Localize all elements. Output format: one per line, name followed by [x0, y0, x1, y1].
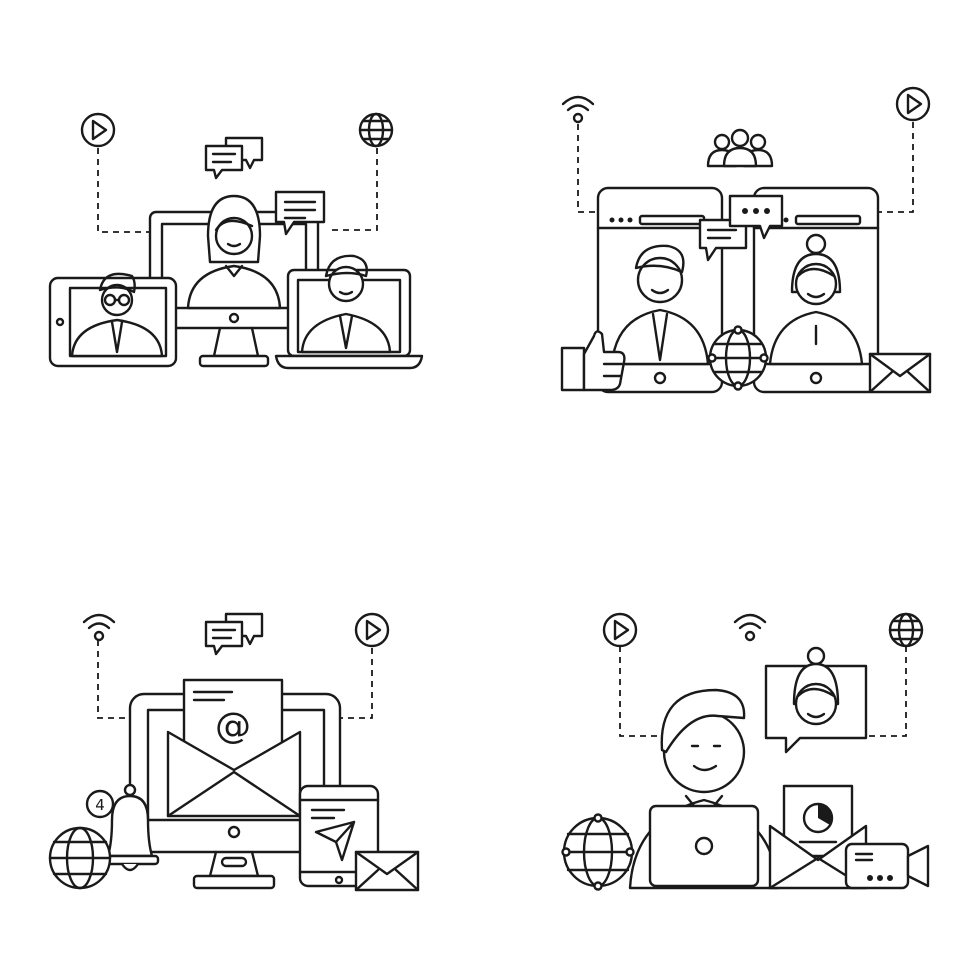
phone-right — [752, 186, 880, 394]
video-camera-icon — [844, 842, 930, 890]
envelope-icon — [868, 352, 932, 394]
wifi-icon — [733, 613, 767, 642]
wifi-icon — [561, 95, 595, 124]
globe-icon — [358, 112, 394, 148]
panel-remote-worker — [561, 612, 930, 891]
bell-badge — [85, 789, 115, 819]
email-at-symbol: @ — [215, 706, 251, 747]
play-icon — [80, 112, 116, 148]
group-icon — [706, 128, 774, 168]
chat-bubbles-icon — [698, 194, 784, 262]
chat-bubbles-icon — [204, 612, 264, 656]
panel-email-communication: @ 4 — [48, 612, 420, 892]
phone-left — [596, 186, 724, 394]
chat-bubble-icon — [274, 190, 326, 236]
globe-network-icon — [561, 813, 635, 891]
globe-icon — [48, 826, 112, 890]
play-icon — [895, 86, 931, 122]
avatar-woman — [186, 194, 282, 310]
envelope-at-icon: @ — [166, 678, 302, 818]
play-icon — [354, 612, 390, 648]
globe-icon — [707, 325, 769, 391]
wifi-icon — [82, 613, 116, 642]
panel-video-conference — [48, 112, 424, 370]
laptop-icon — [274, 254, 424, 370]
bell-icon: 4 — [85, 783, 160, 872]
thumbs-up-icon — [560, 330, 626, 392]
envelope-icon — [354, 850, 420, 892]
chat-bubbles-icon — [204, 136, 264, 180]
panel-mobile-video-call — [560, 86, 932, 394]
play-icon — [602, 612, 638, 648]
laptop-icon — [648, 804, 760, 888]
bell-badge-count: 4 — [95, 796, 105, 814]
globe-icon — [888, 612, 924, 648]
avatar-woman-bubble — [764, 646, 868, 754]
tablet-icon — [48, 272, 178, 368]
